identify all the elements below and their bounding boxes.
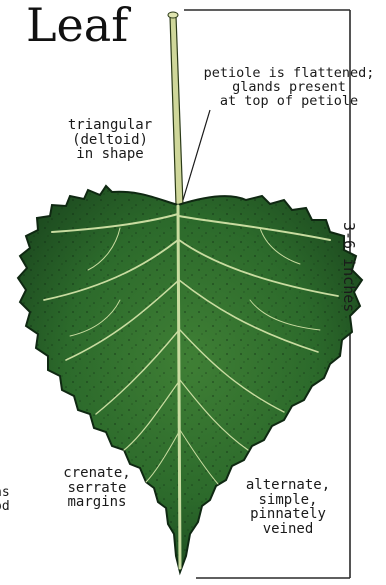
size-label: 3-6 inches xyxy=(340,222,358,312)
cut-off-annotation-1: ns xyxy=(0,486,16,500)
shape-annotation: triangular (deltoid) in shape xyxy=(58,118,162,162)
petiole xyxy=(168,12,183,205)
cut-off-annotation-2: od xyxy=(0,500,16,514)
petiole-leader xyxy=(183,110,210,200)
arrangement-annotation: alternate, simple, pinnately veined xyxy=(234,478,342,537)
page-title: Leaf xyxy=(26,2,128,48)
petiole-annotation: petiole is flattened; glands present at … xyxy=(198,66,380,109)
margin-annotation: crenate, serrate margins xyxy=(56,466,138,510)
